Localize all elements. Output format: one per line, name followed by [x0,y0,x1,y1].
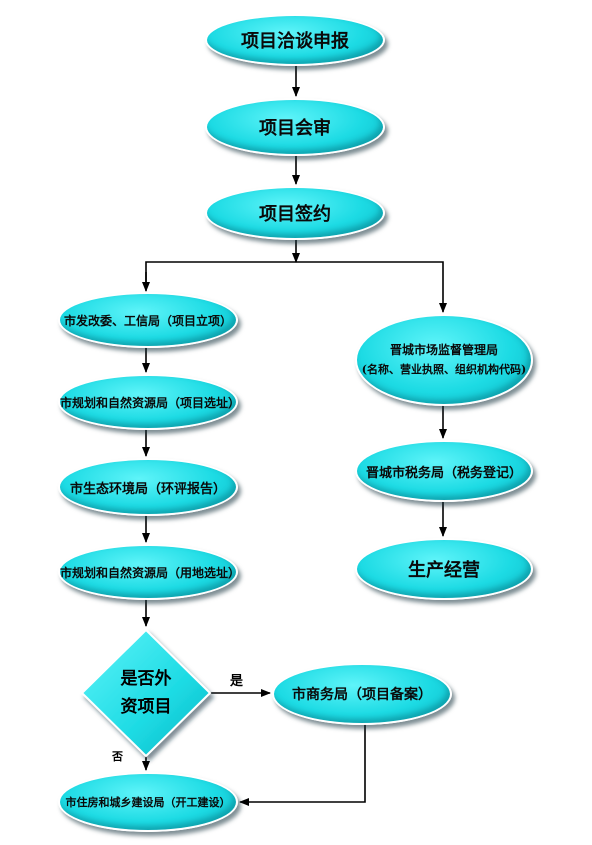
node-project-review: 项目会审 [205,98,385,156]
node-ecology-assessment: 市生态环境局（环评报告） [58,458,238,516]
node-planning-land-selection: 市规划和自然资源局（用地选址） [58,544,240,600]
node-planning-site-selection: 市规划和自然资源局（项目选址） [58,374,240,430]
node-production-operation: 生产经营 [355,538,533,600]
edge-label-no: 否 [112,750,123,763]
node-decision-foreign-investment: 是否外资项目 [96,662,196,724]
node-project-negotiation: 项目洽谈申报 [205,14,385,66]
node-ndrc-approval: 市发改委、工信局（项目立项） [58,292,238,348]
market-supervision-title: 晋城市场监督管理局 [389,343,498,357]
decision-diamond [80,628,212,758]
node-project-signing: 项目签约 [205,186,385,240]
node-tax-registration: 晋城市税务局（税务登记） [355,440,533,502]
node-market-supervision: 晋城市场监督管理局 (名称、营业执照、组织机构代码) [355,314,533,406]
decision-label: 是否外资项目 [120,669,172,717]
arrow-commerce-housing [239,724,366,806]
node-commerce-filing: 市商务局（项目备案） [272,663,452,725]
edge-label-yes: 是 [230,674,244,689]
node-housing-construction: 市住房和城乡建设局（开工建设） [58,772,238,832]
market-supervision-detail: (名称、营业执照、组织机构代码) [361,363,527,376]
